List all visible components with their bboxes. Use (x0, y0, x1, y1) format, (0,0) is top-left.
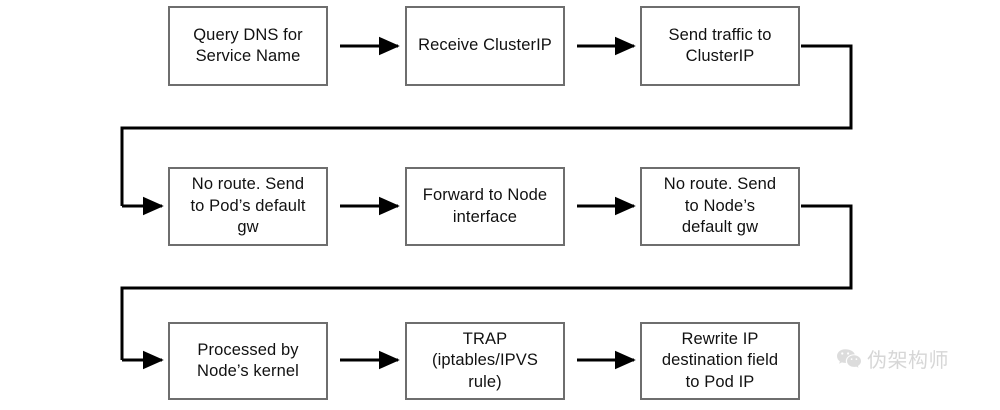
flow-node-send-traffic-to-clusterip[interactable]: Send traffic to ClusterIP (640, 6, 800, 86)
flow-node-trap-iptables-ipvs-rule[interactable]: TRAP (iptables/IPVS rule) (405, 322, 565, 400)
flow-node-query-dns[interactable]: Query DNS for Service Name (168, 6, 328, 86)
watermark-text: 伪架构师 (867, 348, 949, 372)
flow-node-rewrite-ip-destination[interactable]: Rewrite IP destination field to Pod IP (640, 322, 800, 400)
flow-node-processed-by-node-kernel[interactable]: Processed by Node’s kernel (168, 322, 328, 400)
flow-node-no-route-node-default-gw[interactable]: No route. Send to Node’s default gw (640, 167, 800, 246)
watermark: 伪架构师 (836, 344, 949, 373)
flow-node-forward-to-node-interface[interactable]: Forward to Node interface (405, 167, 565, 246)
flow-node-no-route-pod-default-gw[interactable]: No route. Send to Pod’s default gw (168, 167, 328, 246)
flow-node-receive-clusterip[interactable]: Receive ClusterIP (405, 6, 565, 86)
wechat-icon (837, 348, 861, 368)
